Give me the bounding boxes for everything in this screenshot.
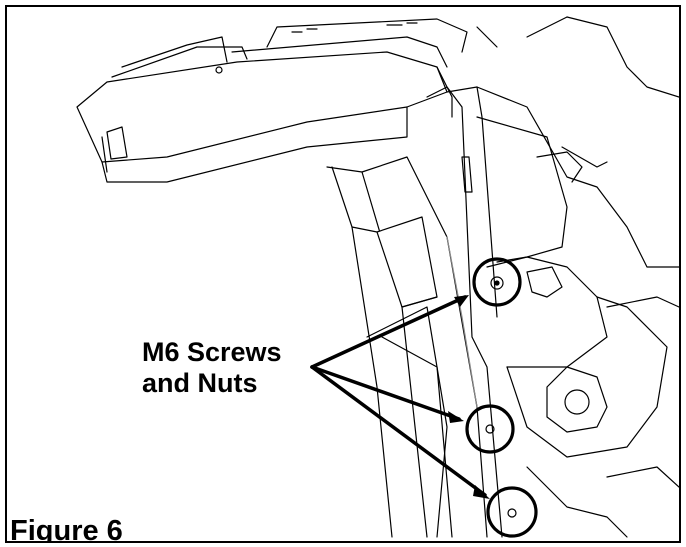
screw-middle-circle (465, 404, 515, 454)
figure-frame: M6 Screws and Nuts Figure 6 (5, 5, 681, 543)
figure-caption: Figure 6 (10, 515, 129, 541)
callout-line-1: M6 Screws (142, 337, 282, 367)
arrow-heads (448, 295, 490, 499)
console-arm (76, 18, 468, 183)
callout-line-2: and Nuts (142, 368, 258, 398)
assembly-drawing (76, 16, 679, 538)
screw-highlights (465, 257, 538, 538)
side-housing (426, 16, 679, 538)
screw-bottom-circle (486, 486, 538, 538)
screw-top-circle (472, 257, 522, 307)
screw-details (485, 276, 517, 518)
arrow-head-bottom (473, 485, 490, 499)
callout-label: M6 Screws and Nuts (142, 337, 282, 399)
callout-arrows (310, 295, 487, 497)
arrow-head-middle (448, 411, 464, 423)
arrow-head-top (454, 295, 469, 307)
